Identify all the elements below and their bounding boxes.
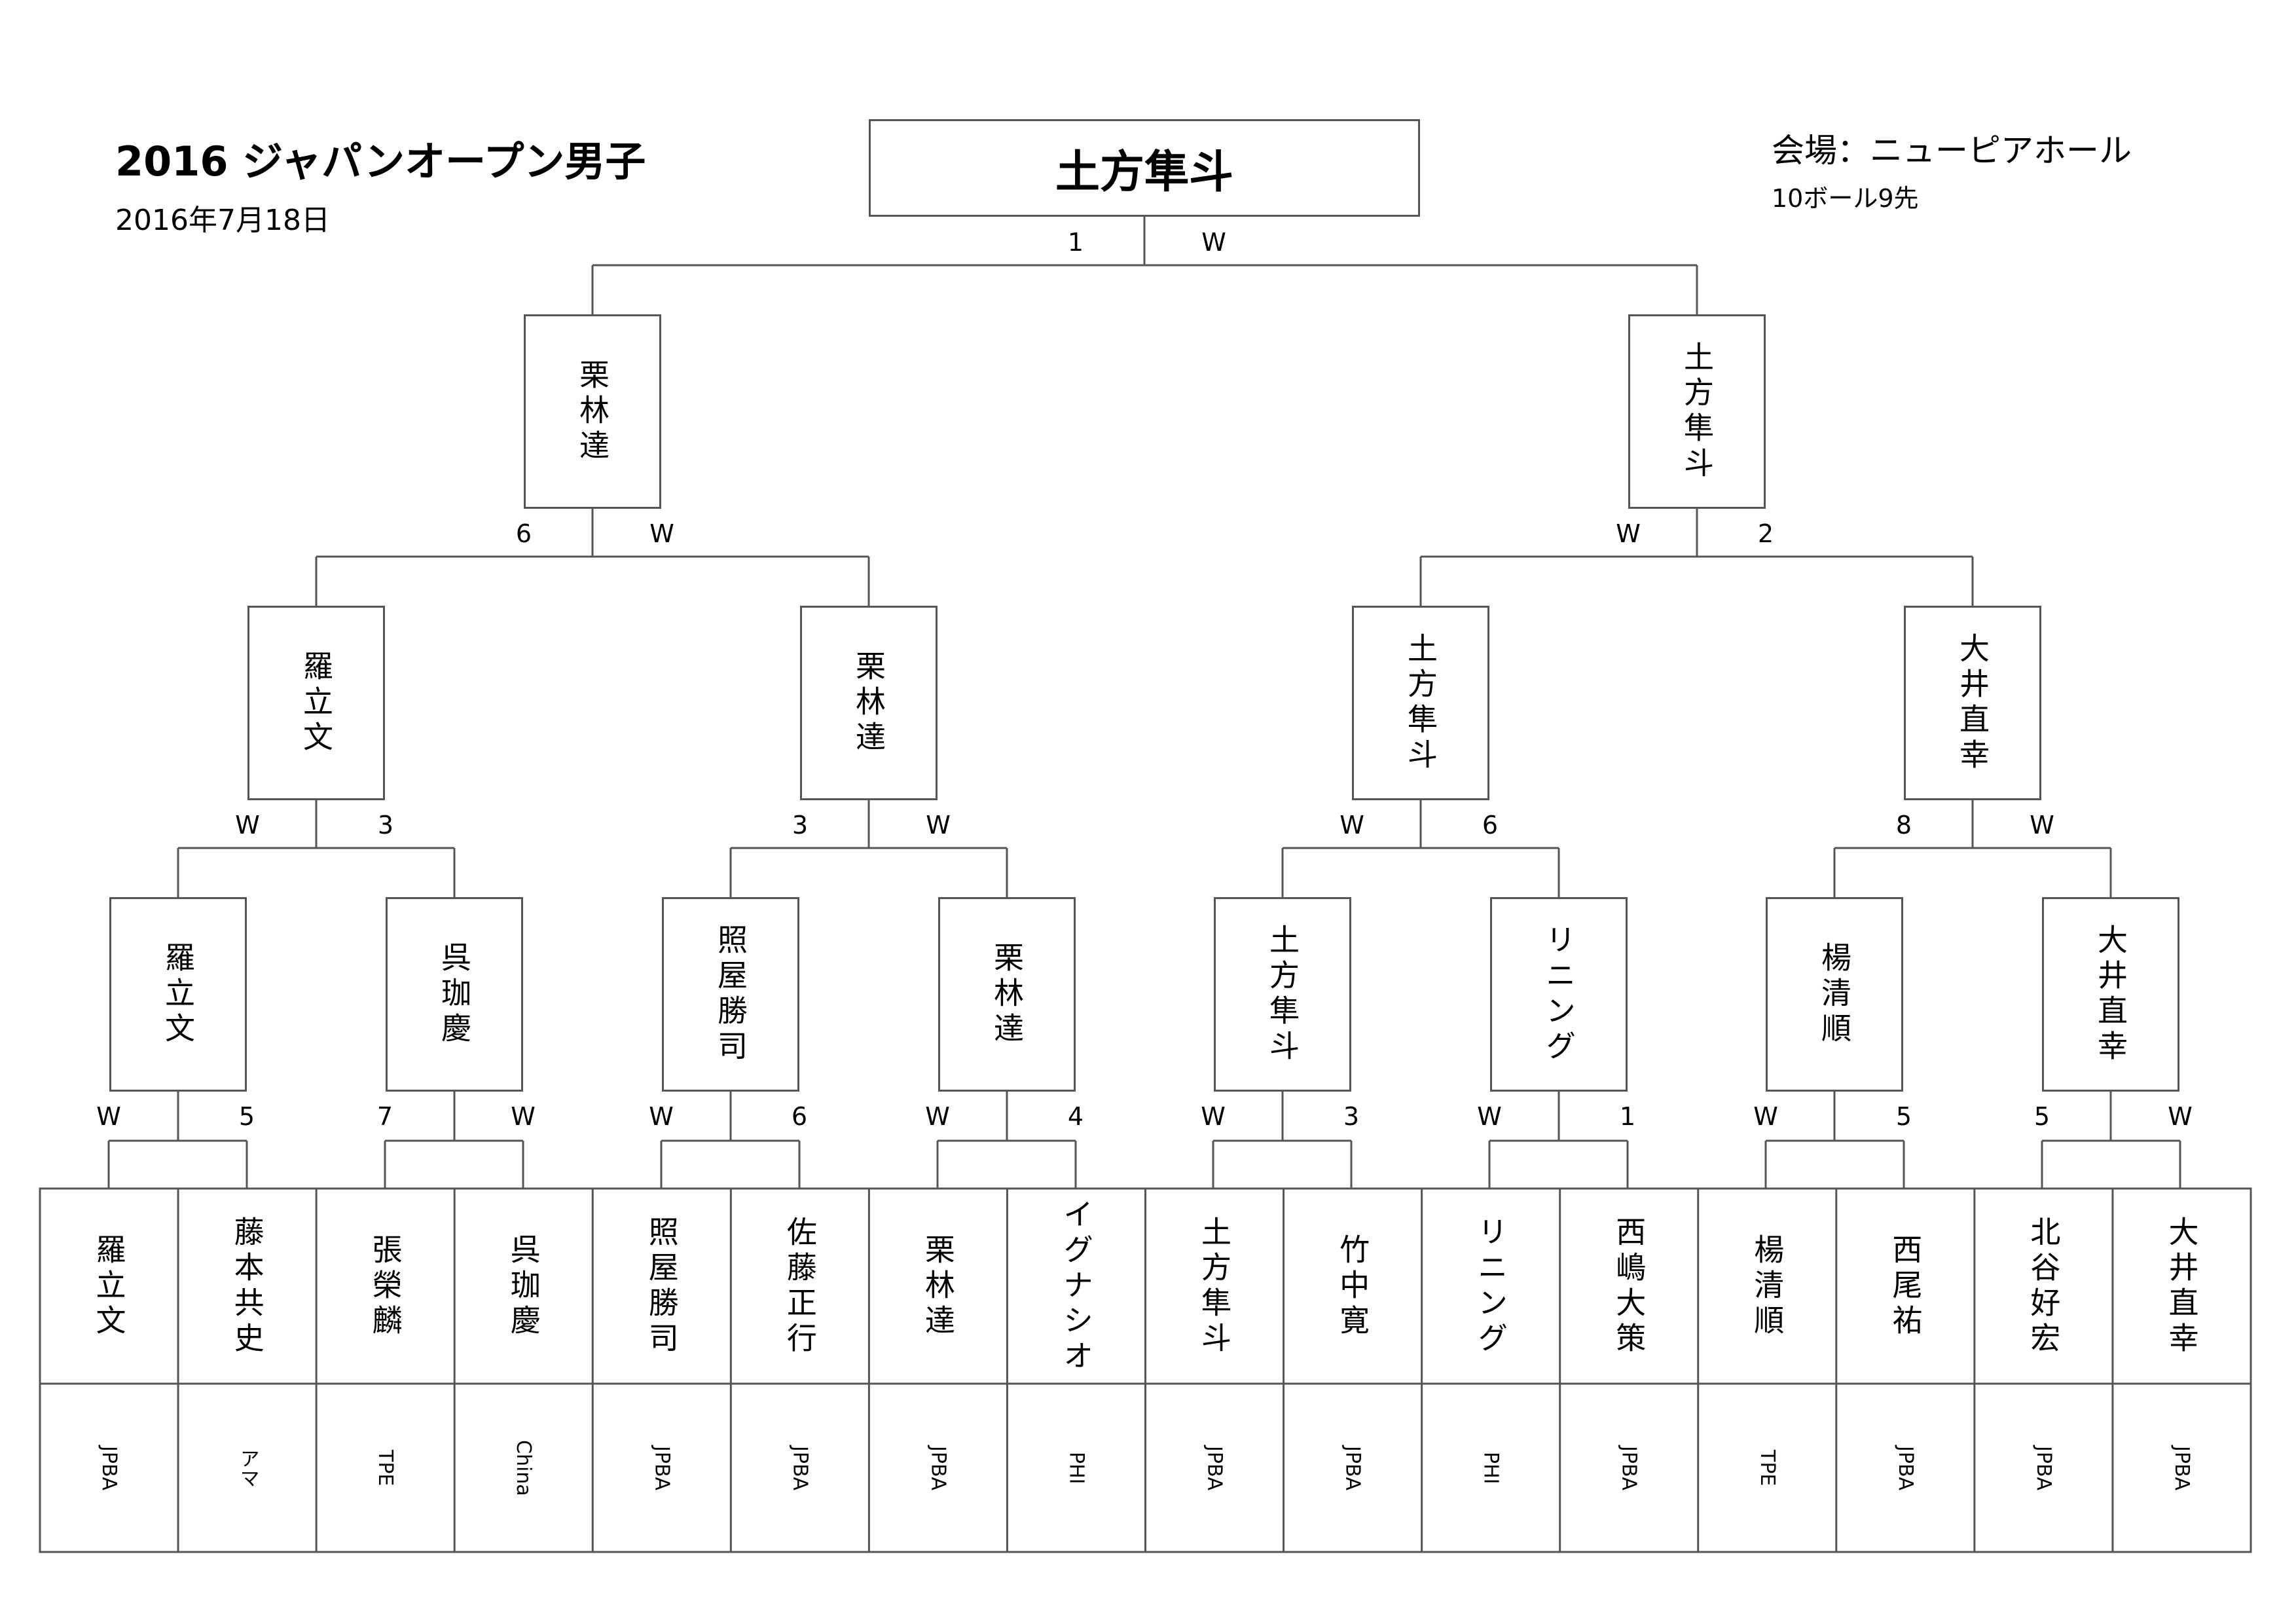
match-rule: 10ボール9先 [1772,184,1919,213]
player-name: 藤本共史 [229,1215,265,1357]
player-name: 竹中寛 [1335,1233,1371,1340]
player-affiliation: China [512,1440,536,1496]
venue: 会場：ニューピアホール [1772,132,2132,170]
player-name: 大井直幸 [2164,1215,2200,1357]
player-affiliation: JPBA [1893,1445,1917,1491]
player-name: 佐藤正行 [782,1215,818,1357]
round1-winner-4: 栗林達 [938,897,1076,1092]
quarter-winner-4: 大井直幸 [1904,606,2041,800]
player-name: イグナシオ [1058,1198,1094,1375]
score-label: W [235,811,260,840]
player-name: 北谷好宏 [2026,1215,2062,1357]
player-name: 呉珈慶 [505,1233,541,1340]
score-label: W [1477,1102,1502,1131]
score-label: 6 [515,519,532,548]
score-label: W [1616,519,1641,548]
champion-box: 土方隼斗 [869,119,1420,217]
score-label: 5 [1895,1102,1912,1131]
player-name: 西尾祐 [1887,1233,1923,1340]
score-label: W [511,1102,536,1131]
score-label: 1 [1067,228,1084,257]
round1-winner-1: 羅立文 [109,897,247,1092]
player-name: 張榮麟 [367,1233,403,1340]
score-label: 6 [1482,811,1499,840]
player-affiliation: JPBA [1203,1445,1226,1491]
player-affiliation: アマ [236,1449,259,1488]
score-label: 8 [1895,811,1912,840]
page-title: 2016 ジャパンオープン男子 [115,138,646,185]
round1-winner-3: 照屋勝司 [662,897,799,1092]
score-label: 3 [792,811,809,840]
score-label: W [649,1102,674,1131]
semifinalist-right: 土方隼斗 [1628,314,1766,509]
score-label: W [649,519,674,548]
player-name: 照屋勝司 [644,1215,680,1357]
player-name: 栗林達 [920,1233,956,1340]
score-label: W [2168,1102,2193,1131]
player-affiliation: JPBA [98,1445,121,1491]
score-label: W [96,1102,121,1131]
player-name: 羅立文 [91,1233,127,1340]
score-label: 1 [1619,1102,1636,1131]
score-label: 2 [1757,519,1774,548]
quarter-winner-2: 栗林達 [800,606,938,800]
score-label: W [1753,1102,1778,1131]
player-affiliation: JPBA [2032,1445,2055,1491]
score-label: 5 [2033,1102,2050,1131]
score-label: 3 [377,811,394,840]
player-name: 楊清順 [1749,1233,1785,1340]
score-label: 5 [238,1102,255,1131]
player-affiliation: JPBA [1341,1445,1364,1491]
player-affiliation: JPBA [926,1445,950,1491]
score-label: 4 [1067,1102,1084,1131]
player-affiliation: PHI [1065,1452,1088,1485]
player-affiliation: JPBA [2170,1445,2193,1491]
semifinalist-left: 栗林達 [524,314,661,509]
round1-winner-2: 呉珈慶 [386,897,523,1092]
score-label: W [926,811,951,840]
score-label: 7 [376,1102,393,1131]
score-label: W [1201,1102,1226,1131]
player-affiliation: TPE [374,1450,397,1486]
score-label: W [1339,811,1364,840]
event-date: 2016年7月18日 [115,204,330,237]
player-affiliation: JPBA [1617,1445,1641,1491]
round1-winner-6: リニング [1490,897,1628,1092]
score-label: W [2030,811,2054,840]
score-label: 3 [1343,1102,1360,1131]
round1-winner-8: 大井直幸 [2042,897,2179,1092]
round1-winner-7: 楊清順 [1766,897,1903,1092]
quarter-winner-1: 羅立文 [247,606,385,800]
quarter-winner-3: 土方隼斗 [1352,606,1489,800]
player-affiliation: TPE [1755,1450,1779,1486]
round1-winner-5: 土方隼斗 [1214,897,1351,1092]
player-affiliation: JPBA [650,1445,674,1491]
score-label: W [1201,228,1226,257]
score-label: W [925,1102,950,1131]
player-affiliation: PHI [1479,1452,1503,1485]
player-name: 西嶋大策 [1611,1215,1647,1357]
player-name: 土方隼斗 [1197,1215,1233,1357]
player-name: リニング [1473,1215,1509,1357]
score-label: 6 [791,1102,808,1131]
player-affiliation: JPBA [788,1445,812,1491]
